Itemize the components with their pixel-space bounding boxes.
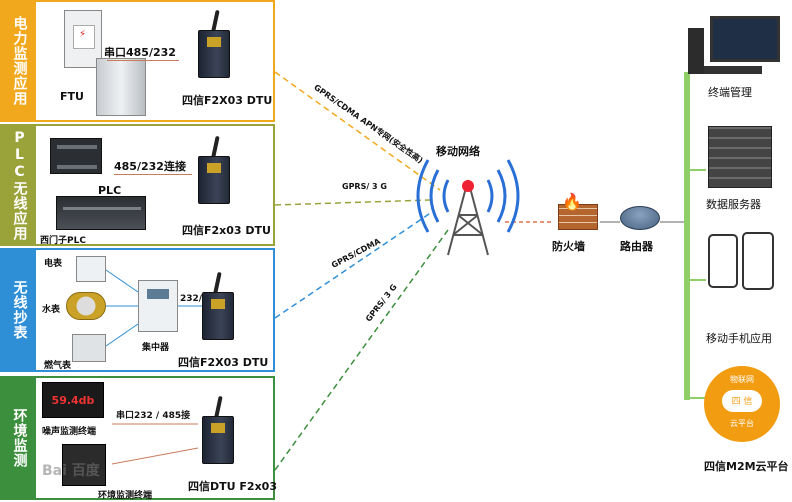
siemens-plc-label: 西门子PLC bbox=[40, 236, 86, 246]
firewall-icon bbox=[558, 204, 598, 230]
server-label: 数据服务器 bbox=[706, 198, 761, 211]
baidu-watermark: Bai 百度 bbox=[42, 463, 100, 479]
serial-label: 串口485/232 bbox=[104, 46, 176, 59]
link-label-plc: GPRS/ 3 G bbox=[342, 182, 387, 191]
dtu-label: 四信F2X03 DTU bbox=[182, 94, 273, 107]
ftu-label: FTU bbox=[60, 90, 84, 103]
dtu-label: 四信F2X03 DTU bbox=[178, 356, 269, 369]
cloud-shape bbox=[722, 390, 762, 412]
keyboard-icon bbox=[704, 66, 762, 74]
cloud-mid-text: 四 信 bbox=[731, 397, 753, 407]
environment-terminal-label: 环境监测终端 bbox=[98, 491, 153, 501]
port-label: 232/485 bbox=[180, 294, 221, 304]
dtu-device bbox=[198, 30, 230, 78]
water-meter-label: 水表 bbox=[42, 305, 61, 315]
serial-line bbox=[107, 60, 179, 61]
dtu-label: 四信DTU F2x03 bbox=[188, 480, 277, 493]
ftu-cabinet-large bbox=[96, 58, 146, 116]
panel-tab: 环境监测 bbox=[2, 378, 36, 498]
panel-power-monitoring: 电力监测应用 ⚡ FTU 串口485/232 四信F2X03 DTU bbox=[0, 0, 275, 122]
cloud-top-text: 物联网 bbox=[730, 375, 754, 384]
gas-meter bbox=[72, 334, 106, 362]
flame-icon: 🔥 bbox=[562, 192, 582, 211]
dtu-label: 四信F2x03 DTU bbox=[182, 224, 271, 237]
monitor-icon bbox=[710, 16, 780, 62]
cloud-platform-icon: 物联网 四 信 云平台 bbox=[704, 366, 780, 442]
connection-line bbox=[114, 174, 192, 175]
env-links bbox=[111, 423, 199, 465]
platform-label: 四信M2M云平台 bbox=[704, 460, 789, 473]
panel-tab: 无线抄表 bbox=[2, 250, 36, 370]
panel-tab: PLC无线应用 bbox=[2, 126, 36, 244]
dtu-device bbox=[202, 292, 234, 340]
panel-wireless-meter: 无线抄表 电表 水表 燃气表 集中器 232/485 四信F2X03 DTU bbox=[0, 248, 275, 372]
plc-device bbox=[50, 138, 102, 174]
noise-display-value: 59.4db bbox=[51, 393, 95, 407]
firewall-label: 防火墙 bbox=[552, 240, 585, 253]
server-rack-icon bbox=[708, 126, 772, 188]
electric-meter-label: 电表 bbox=[44, 259, 63, 269]
concentrator bbox=[138, 280, 178, 332]
plc-label: PLC bbox=[98, 184, 122, 197]
terminal-label: 终端管理 bbox=[708, 86, 752, 99]
water-meter bbox=[66, 292, 106, 320]
gas-meter-label: 燃气表 bbox=[44, 361, 72, 371]
environment-terminal bbox=[62, 444, 106, 486]
ftu-cabinet-small: ⚡ bbox=[64, 10, 102, 68]
cloud-bottom-text: 云平台 bbox=[730, 419, 754, 428]
electric-meter bbox=[76, 256, 106, 282]
dtu-device bbox=[202, 416, 234, 464]
connection-label: 485/232连接 bbox=[114, 160, 186, 173]
dtu-device bbox=[198, 156, 230, 204]
phone-icon bbox=[742, 232, 774, 290]
router-icon bbox=[620, 206, 660, 230]
panel-plc-wireless: PLC无线应用 485/232连接 PLC 西门子PLC 四信F2x03 DTU bbox=[0, 124, 275, 246]
computer-tower-icon bbox=[688, 28, 704, 74]
concentrator-label: 集中器 bbox=[142, 343, 170, 353]
mobile-app-label: 移动手机应用 bbox=[706, 332, 772, 345]
router-label: 路由器 bbox=[620, 240, 653, 253]
phone-icon bbox=[708, 234, 738, 288]
siemens-plc-device bbox=[56, 196, 146, 230]
panel-environment-monitoring: 环境监测 59.4db 噪声监测终端 环境监测终端 串口232 / 485接 四… bbox=[0, 376, 277, 501]
noise-terminal-label: 噪声监测终端 bbox=[42, 427, 97, 437]
serial-label: 串口232 / 485接 bbox=[116, 411, 191, 421]
noise-display: 59.4db bbox=[42, 382, 104, 418]
network-title: 移动网络 bbox=[436, 145, 480, 158]
panel-tab: 电力监测应用 bbox=[2, 2, 36, 120]
meter-links bbox=[105, 269, 204, 347]
